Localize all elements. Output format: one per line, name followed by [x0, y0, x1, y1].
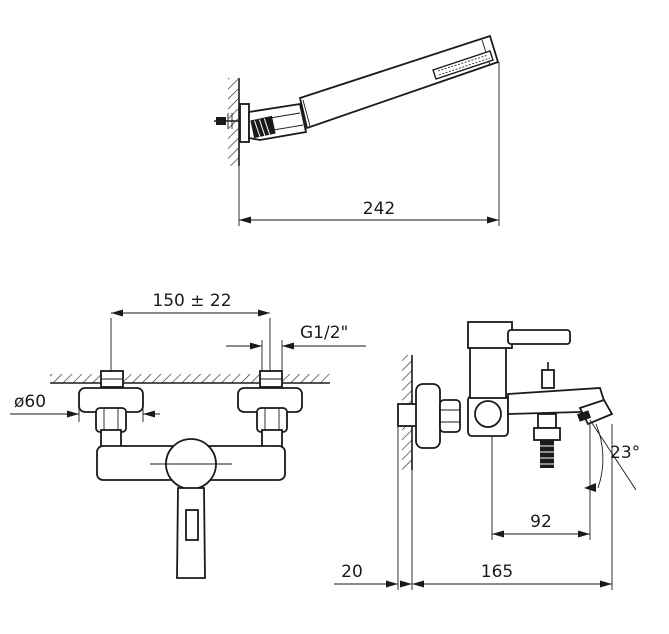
diverter-knob: [541, 369, 555, 389]
cartridge-housing: [469, 345, 507, 399]
dimension-angle: 23°: [584, 419, 640, 492]
dimension-offset: 92: [491, 424, 591, 540]
dimension-thread-label: G1/2": [300, 323, 348, 343]
mixer-front-view: 150 ± 22 G1/2" ø60: [10, 291, 366, 579]
bolt-head: [216, 117, 226, 125]
dimension-length: 242: [238, 62, 500, 226]
dimension-depth: 165: [411, 424, 613, 590]
dimension-depth-label: 165: [481, 562, 513, 582]
wall-bracket: [239, 103, 250, 143]
dimension-spacing: 150 ± 22: [111, 291, 270, 317]
side-flange: [415, 383, 441, 449]
dimension-offset-label: 92: [530, 512, 552, 532]
dimension-length-label: 242: [363, 199, 395, 219]
dimension-diameter-label: ø60: [14, 392, 46, 412]
dimension-wall: 20: [334, 426, 412, 590]
wall-hatch-front: [50, 374, 330, 383]
hose-connector: [250, 115, 276, 139]
mixer-side-view: 23° 92 165 20: [334, 321, 640, 590]
hand-shower-view: 242: [214, 34, 500, 226]
dimension-diameter: ø60: [10, 392, 160, 422]
dimension-angle-label: 23°: [610, 443, 640, 463]
wall-hatch-top: [228, 78, 238, 166]
spray-face: [432, 50, 494, 80]
shower-outlet-thread: [540, 440, 554, 468]
dimension-spacing-label: 150 ± 22: [152, 291, 231, 311]
shower-handle: [298, 34, 500, 130]
mixer-lever: [507, 329, 571, 345]
dimension-wall-label: 20: [341, 562, 363, 582]
dimension-thread: G1/2": [226, 323, 366, 372]
